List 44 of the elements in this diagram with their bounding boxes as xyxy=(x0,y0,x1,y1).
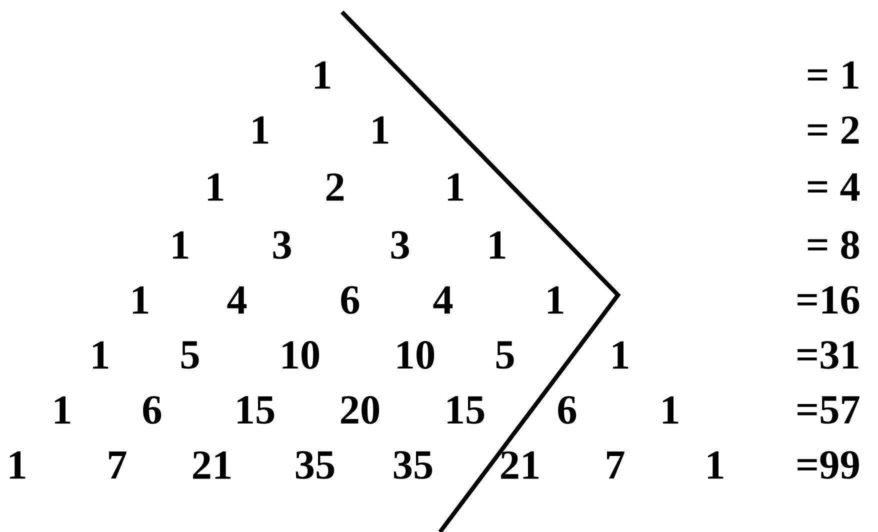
triangle-number: 1 xyxy=(54,396,70,424)
triangle-number: 20 xyxy=(341,396,380,424)
row-sum: =31 xyxy=(798,341,858,369)
triangle-number: 21 xyxy=(193,451,231,479)
row-sum: =16 xyxy=(798,286,860,314)
triangle-number: 35 xyxy=(296,451,334,479)
triangle-number: 15 xyxy=(238,396,274,424)
triangle-number: 7 xyxy=(109,451,126,479)
triangle-number: 10 xyxy=(398,341,434,369)
triangle-number: 21 xyxy=(501,451,539,479)
triangle-number: 5 xyxy=(181,341,199,369)
triangle-number: 1 xyxy=(708,451,724,479)
triangle-number: 2 xyxy=(326,173,344,201)
triangle-number: 3 xyxy=(391,231,409,259)
triangle-number: 35 xyxy=(394,451,432,479)
triangle-number: 1 xyxy=(132,286,148,314)
triangle-number: 1 xyxy=(548,286,564,314)
row-sum: =57 xyxy=(798,396,860,424)
triangle-number: 1 xyxy=(172,231,188,259)
triangle-number: 1 xyxy=(92,341,108,369)
triangle-number: 1 xyxy=(372,116,388,144)
triangle-number: 3 xyxy=(273,231,291,259)
triangle-number: 7 xyxy=(607,451,624,479)
triangle-number: 6 xyxy=(341,286,360,314)
triangle-number: 5 xyxy=(496,341,514,369)
triangle-number: 1 xyxy=(314,61,330,89)
row-sum: = 1 xyxy=(808,61,858,89)
row-sum: = 4 xyxy=(808,173,860,201)
triangle-number: 4 xyxy=(227,286,247,314)
triangle-number: 1 xyxy=(612,341,628,369)
triangle-number: 1 xyxy=(490,231,506,259)
triangle-number: 6 xyxy=(558,396,576,424)
triangle-number: 1 xyxy=(10,451,26,479)
triangle-number: 1 xyxy=(252,116,268,144)
triangle-number: 6 xyxy=(143,396,162,424)
row-sum: = 8 xyxy=(808,231,860,259)
row-sum: = 2 xyxy=(808,116,859,144)
row-sum: =99 xyxy=(798,451,859,479)
triangle-number: 1 xyxy=(662,396,678,424)
triangle-number: 1 xyxy=(448,173,464,201)
triangle-number: 10 xyxy=(282,341,320,369)
triangle-number: 4 xyxy=(433,286,453,314)
triangle-number: 1 xyxy=(208,173,224,201)
triangle-number: 15 xyxy=(448,396,484,424)
